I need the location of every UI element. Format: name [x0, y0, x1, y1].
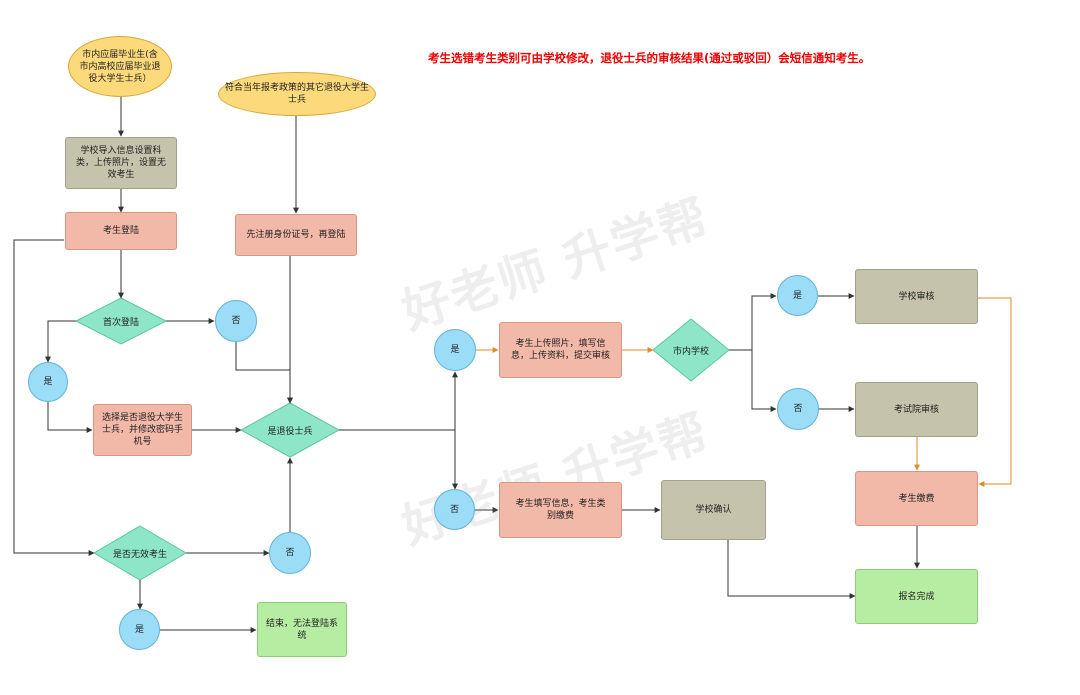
edge-school-pay — [978, 297, 1012, 487]
payment-box: 考生缴费 — [855, 471, 978, 526]
school-import-box: 学校导入信息设置科类，上传照片，设置无效考生 — [65, 137, 177, 189]
school-confirm-box: 学校确认 — [661, 480, 766, 540]
notice-text: 考生选错考生类别可由学校修改，退役士兵的审核结果(通过或驳回）会短信通知考生。 — [428, 51, 871, 65]
no-circle-2: 否 — [269, 532, 311, 574]
edge-city-yes — [751, 293, 777, 350]
city-school-diamond-label: 市内学校 — [672, 346, 709, 357]
edge-login-invalid — [13, 239, 95, 556]
no-circle-1: 否 — [215, 300, 257, 342]
select-soldier-box: 选择是否退役大学生士兵，并修改密码手机号 — [93, 404, 192, 456]
yes-circle-1: 是 — [28, 362, 68, 402]
invalid-check-diamond-label: 是否无效考生 — [112, 549, 167, 560]
edge-city-no — [751, 350, 777, 412]
edge-yes-select — [47, 402, 93, 433]
edge-first-yes — [45, 320, 76, 363]
yes-circle-2: 是 — [119, 609, 160, 650]
yes-circle-3: 是 — [434, 329, 476, 371]
yes-circle-4: 是 — [777, 275, 818, 316]
done-box: 报名完成 — [855, 569, 978, 624]
diamond-is-soldier — [239, 402, 341, 458]
is-soldier-diamond-label: 是退役士兵 — [267, 426, 313, 437]
upload-info-box: 考生上传照片，填写信息，上传资料，提交审核 — [499, 322, 622, 378]
exam-review-box: 考试院审核 — [855, 382, 978, 437]
edge-confirm-done — [727, 540, 856, 599]
diamond-city-school — [652, 318, 730, 382]
start-other-soldier-ellipse: 符合当年报考政策的其它退役大学生士兵 — [218, 72, 376, 116]
register-id-box: 先注册身份证号，再登陆 — [235, 214, 357, 256]
no-circle-3: 否 — [434, 489, 475, 530]
first-login-diamond-label: 首次登陆 — [102, 317, 139, 328]
end-blocked-box: 结束，无法登陆系统 — [257, 602, 347, 657]
no-circle-4: 否 — [777, 388, 819, 430]
start-graduate-ellipse: 市内应届毕业生(含市内高校应届毕业退役大学生士兵） — [68, 36, 172, 97]
login-box: 考生登陆 — [65, 212, 177, 250]
edge-no-soldier — [235, 342, 293, 404]
diamond-first-login — [74, 297, 168, 345]
fill-info-box: 考生填写信息，考生类别缴费 — [499, 482, 622, 538]
school-review-box: 学校审核 — [855, 269, 978, 324]
